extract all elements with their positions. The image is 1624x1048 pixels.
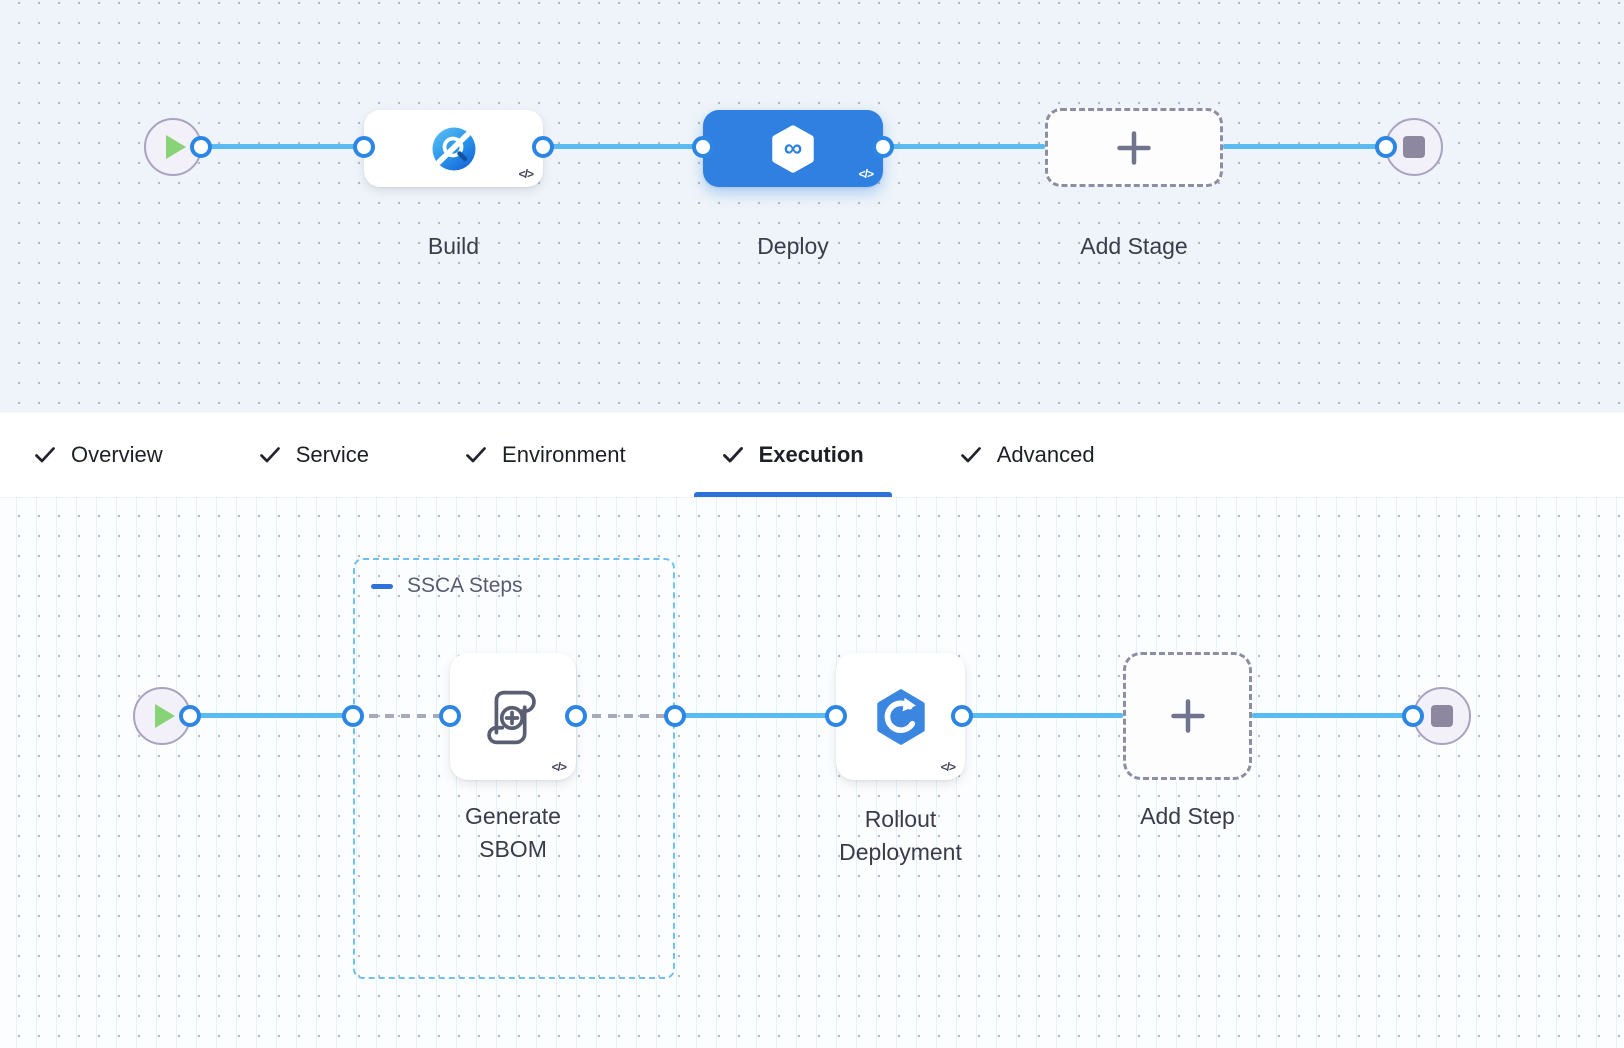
- step-node-rollout-deployment[interactable]: </>: [836, 653, 965, 780]
- pipeline-end-node: [1385, 118, 1443, 176]
- stage-config-tabbar: Overview Service Environment Execution A…: [0, 413, 1624, 497]
- connector-line: [962, 713, 1123, 718]
- step-label-add-step: Add Step: [1140, 803, 1235, 829]
- step-node-generate-sbom[interactable]: </>: [450, 653, 576, 780]
- connector-port[interactable]: [951, 705, 973, 727]
- connector-line: [883, 144, 1045, 149]
- stage-label-build: Build: [427, 233, 480, 259]
- connector-port[interactable]: [565, 705, 587, 727]
- connector-line: [1252, 713, 1413, 718]
- tab-advanced[interactable]: Advanced: [960, 413, 1095, 497]
- check-icon: [466, 447, 486, 463]
- stage-pipeline-canvas: </> Build ∞ </> Deploy Add Stage: [0, 0, 1624, 413]
- execution-end-node: [1413, 687, 1471, 745]
- tab-label: Overview: [71, 442, 163, 467]
- check-icon: [35, 447, 55, 463]
- connector-line: [543, 144, 703, 149]
- connector-port[interactable]: [353, 136, 375, 158]
- tab-label: Advanced: [996, 442, 1095, 467]
- cd-deploy-icon: ∞: [772, 124, 814, 173]
- stage-node-build[interactable]: </>: [364, 110, 543, 187]
- add-step-button[interactable]: [1123, 652, 1252, 780]
- code-icon[interactable]: </>: [940, 760, 956, 774]
- connector-port[interactable]: [190, 136, 212, 158]
- tab-execution[interactable]: Execution: [693, 413, 892, 497]
- connector-port[interactable]: [872, 136, 894, 158]
- tab-service[interactable]: Service: [259, 413, 369, 497]
- plus-icon: [1170, 699, 1205, 733]
- connector-line: [675, 713, 836, 718]
- connector-line: [190, 713, 353, 718]
- ssca-steps-group: SSCA Steps: [353, 558, 675, 979]
- tab-label: Execution: [758, 442, 864, 467]
- add-stage-button[interactable]: [1045, 108, 1223, 187]
- tab-label: Environment: [502, 442, 626, 467]
- code-icon[interactable]: </>: [551, 760, 567, 774]
- code-icon[interactable]: </>: [518, 167, 534, 181]
- code-icon[interactable]: </>: [858, 167, 874, 181]
- connector-port[interactable]: [342, 705, 364, 727]
- svg-text:∞: ∞: [784, 132, 803, 162]
- stop-icon: [1403, 136, 1425, 158]
- active-tab-underline: [693, 492, 892, 497]
- connector-port[interactable]: [692, 136, 714, 158]
- tab-label: Service: [295, 442, 370, 467]
- connector-line: [201, 144, 364, 149]
- connector-port[interactable]: [664, 705, 686, 727]
- step-label-generate-sbom: Generate SBOM: [465, 803, 561, 863]
- tab-environment[interactable]: Environment: [465, 413, 626, 497]
- rollout-deployment-icon: [876, 688, 925, 745]
- connector-port[interactable]: [1402, 705, 1424, 727]
- dashed-connector-line: [576, 714, 675, 718]
- connector-line: [1223, 144, 1386, 149]
- execution-canvas: SSCA Steps </> Generate SBOM </>: [0, 497, 1624, 1048]
- step-label-rollout-deployment: Rollout Deployment: [839, 806, 962, 866]
- stage-label-deploy: Deploy: [757, 233, 829, 259]
- ci-build-icon: [432, 127, 475, 170]
- scroll-icon: [487, 690, 536, 744]
- plus-icon: [1117, 130, 1151, 165]
- group-label: SSCA Steps: [407, 574, 523, 597]
- play-icon: [166, 135, 186, 159]
- play-icon: [155, 704, 175, 728]
- connector-port[interactable]: [439, 705, 461, 727]
- stage-label-add-stage: Add Stage: [1080, 233, 1188, 259]
- tab-overview[interactable]: Overview: [34, 413, 163, 497]
- dashed-connector-line: [353, 714, 450, 718]
- stop-icon: [1431, 705, 1453, 727]
- connector-port[interactable]: [179, 705, 201, 727]
- connector-port[interactable]: [532, 136, 554, 158]
- check-icon: [259, 447, 280, 463]
- check-icon: [960, 447, 981, 463]
- connector-port[interactable]: [1375, 136, 1397, 158]
- connector-port[interactable]: [825, 705, 847, 727]
- check-icon: [722, 447, 743, 463]
- stage-node-deploy[interactable]: ∞ </>: [703, 110, 883, 187]
- collapse-group-icon[interactable]: [371, 583, 393, 589]
